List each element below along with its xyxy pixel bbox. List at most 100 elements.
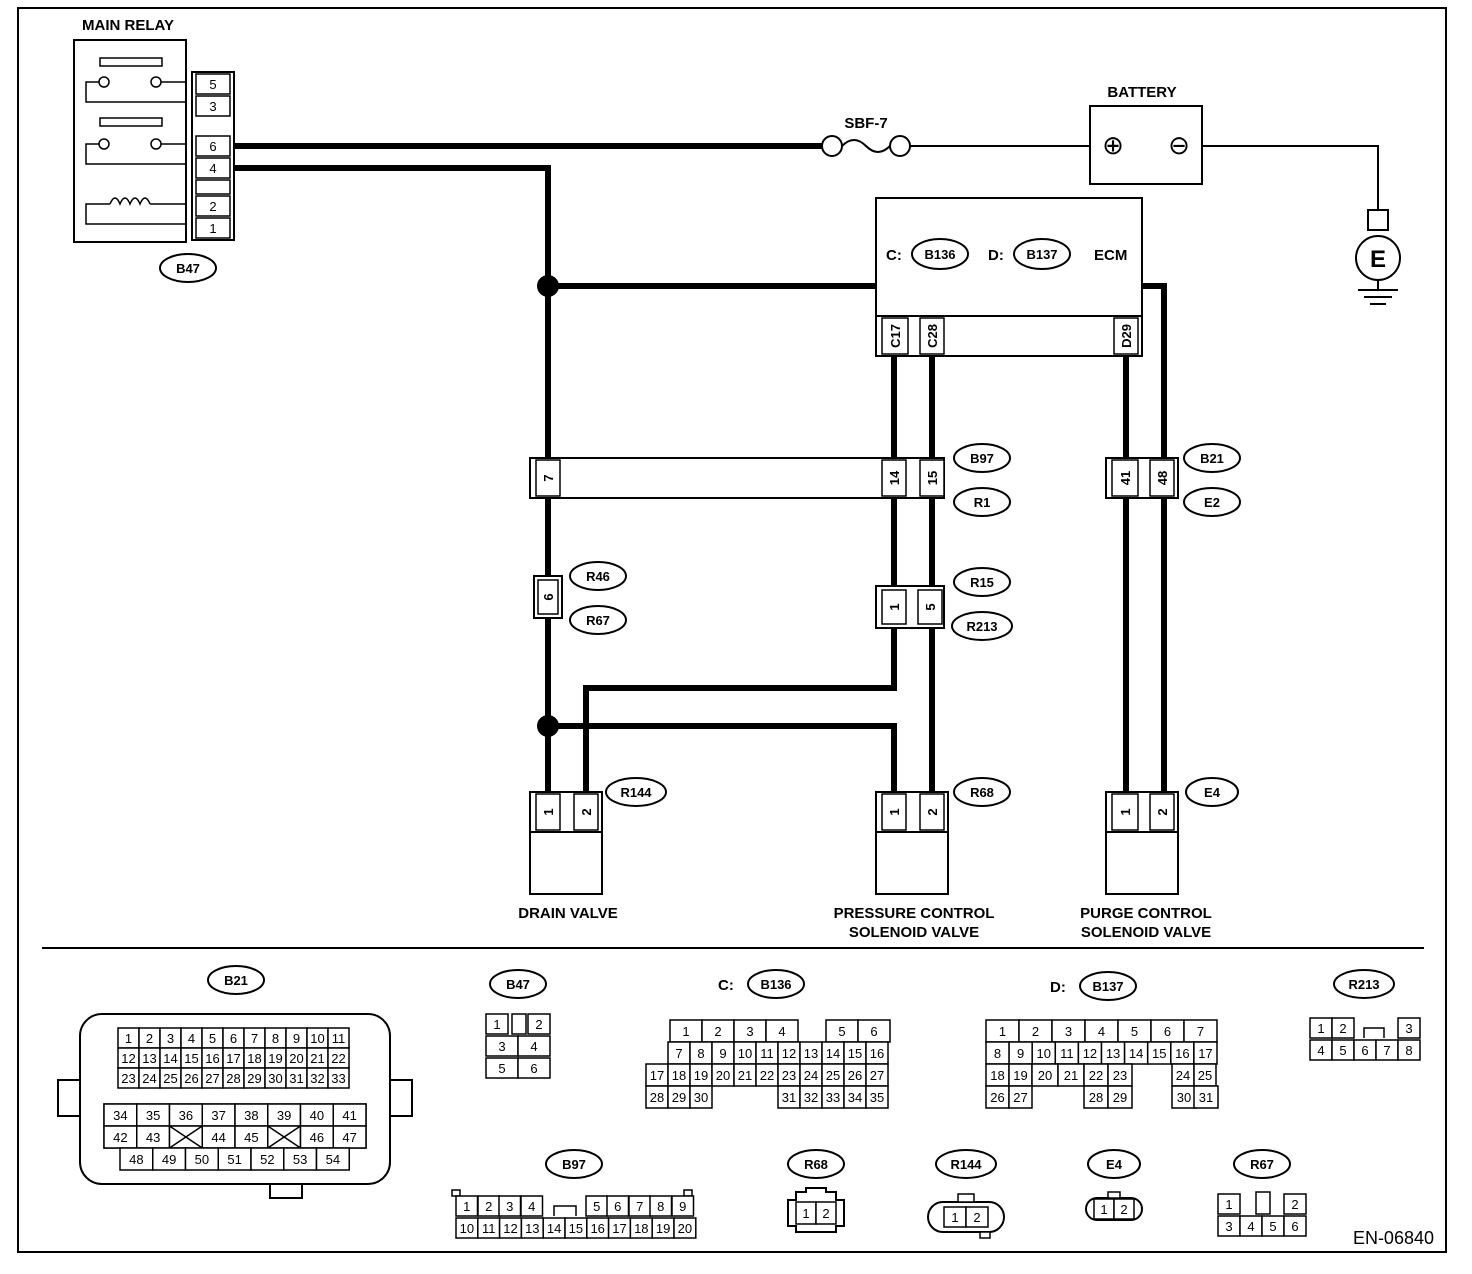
purge-pin: [1111, 793, 1139, 831]
wire-relay4-to-b97: [234, 165, 551, 458]
pin-number: 5: [209, 77, 216, 92]
unused-cavity-mark: [267, 1125, 301, 1149]
pin-number: 2: [973, 1210, 980, 1225]
joint-connector-r46-r67: 6 R46 R67: [533, 561, 627, 635]
pin-number: 5: [593, 1199, 600, 1214]
connector-view-b137-prefix: D:: [1050, 979, 1066, 996]
pin-number: 29: [672, 1090, 686, 1105]
pin-number: 9: [679, 1199, 686, 1214]
battery-plus-icon: ⊕: [1102, 130, 1124, 160]
pin-number: 19: [656, 1221, 670, 1236]
connector-view-r67-tag: [1233, 1149, 1291, 1179]
pin-number: 1: [125, 1031, 132, 1046]
drain-valve-pin-2: 2: [579, 808, 594, 815]
b97-pin-15: 15: [925, 471, 940, 485]
pcsv-pin-1: 1: [887, 808, 902, 815]
pin-number: 22: [760, 1068, 774, 1083]
pin-number: 14: [547, 1221, 561, 1236]
wire-battery-to-ground: [1202, 145, 1379, 210]
battery-minus-icon: ⊖: [1168, 130, 1190, 160]
pcsv-label-line1: PRESSURE CONTROL: [834, 905, 995, 922]
pin-number: 7: [675, 1046, 682, 1061]
ground-icon: [1358, 280, 1398, 305]
wire-r15-1-to-r144-2: [583, 628, 897, 792]
relay-coil-icon: [109, 197, 151, 206]
ground-terminal: [1367, 209, 1389, 231]
pin-number: 3: [506, 1199, 513, 1214]
pin-number: 23: [121, 1071, 135, 1086]
pin-number: 7: [1383, 1043, 1390, 1058]
pin-number: 21: [738, 1068, 752, 1083]
connector-view-r67-label: R67: [1250, 1157, 1274, 1172]
connector-tag-r1: [953, 487, 1011, 517]
pin-number: 20: [716, 1068, 730, 1083]
ecm-conn-d-prefix: D:: [988, 247, 1004, 264]
purge-control-solenoid-valve: 1 2 E4 PURGE CONTROL SOLENOID VALVE: [1080, 777, 1239, 941]
splice-dot: [537, 275, 559, 297]
battery: BATTERY ⊕ ⊖: [1089, 84, 1203, 185]
pin-number: 18: [990, 1068, 1004, 1083]
pin-number: 31: [782, 1090, 796, 1105]
pin-number: 1: [209, 221, 216, 236]
pin-number: 12: [503, 1221, 517, 1236]
pin-number: 23: [1113, 1068, 1127, 1083]
connector-view-b97-label: B97: [562, 1157, 586, 1172]
pin-number: 27: [870, 1068, 884, 1083]
pin-number: 49: [162, 1152, 176, 1167]
pin-number: 3: [746, 1024, 753, 1039]
pin-cell: [1397, 1039, 1421, 1061]
connector-view-r144-lock: [957, 1193, 975, 1203]
pin-number: 30: [268, 1071, 282, 1086]
pin-number: 10: [1037, 1046, 1051, 1061]
connector-tag-b136: [911, 238, 969, 270]
b47-lock: [511, 1013, 527, 1035]
diagram-frame: [17, 7, 1447, 1253]
pin-number: 8: [1405, 1043, 1412, 1058]
pin-number: 31: [1199, 1090, 1213, 1105]
connector-tag-e2-label: E2: [1204, 495, 1220, 510]
pin-number: 54: [326, 1152, 340, 1167]
connector-tag-e2: [1183, 487, 1241, 517]
relay-internal-wire: [85, 81, 186, 103]
pin-number: 44: [211, 1130, 225, 1145]
b21-pin: [1111, 459, 1139, 497]
pin-number: 16: [1175, 1046, 1189, 1061]
main-relay-title: MAIN RELAY: [82, 17, 174, 34]
pin-cell: [1113, 1198, 1135, 1220]
pin-number: 40: [310, 1108, 324, 1123]
b97-pin-7: 7: [541, 474, 556, 481]
fuse-icon: [841, 139, 891, 153]
pin-number: 13: [142, 1051, 156, 1066]
pin-cell: [1193, 1085, 1219, 1109]
pin-cell: [671, 1195, 695, 1217]
connector-view-r144-tag: [935, 1149, 997, 1179]
pin-number: 1: [493, 1017, 500, 1032]
pin-number: 2: [714, 1024, 721, 1039]
pin-number: 30: [694, 1090, 708, 1105]
pin-number: 5: [209, 1031, 216, 1046]
pin-number: 33: [331, 1071, 345, 1086]
connector-tag-b21-label: B21: [1200, 451, 1224, 466]
pin-cell: [517, 1057, 551, 1079]
pin-number: 17: [650, 1068, 664, 1083]
fuse-terminal: [821, 135, 843, 157]
pin-number: 27: [1013, 1090, 1027, 1105]
pcsv-label-line2: SOLENOID VALVE: [849, 924, 979, 941]
wire-junction-to-b21-48: [548, 283, 1167, 458]
b97-ear: [683, 1189, 693, 1197]
drain-valve-body: [529, 831, 603, 895]
connector-tag-r144-label: R144: [620, 785, 652, 800]
connector-view-b136-tag: [747, 969, 805, 999]
pin-number: 3: [1225, 1219, 1232, 1234]
document-code: EN-06840: [1353, 1228, 1434, 1248]
pin-cell: [1283, 1215, 1307, 1237]
connector-view-r213-tag: [1333, 969, 1395, 999]
r46-pin-6: 6: [541, 593, 556, 600]
connector-tag-r68: [953, 777, 1011, 807]
pin-number: 11: [332, 1031, 346, 1046]
